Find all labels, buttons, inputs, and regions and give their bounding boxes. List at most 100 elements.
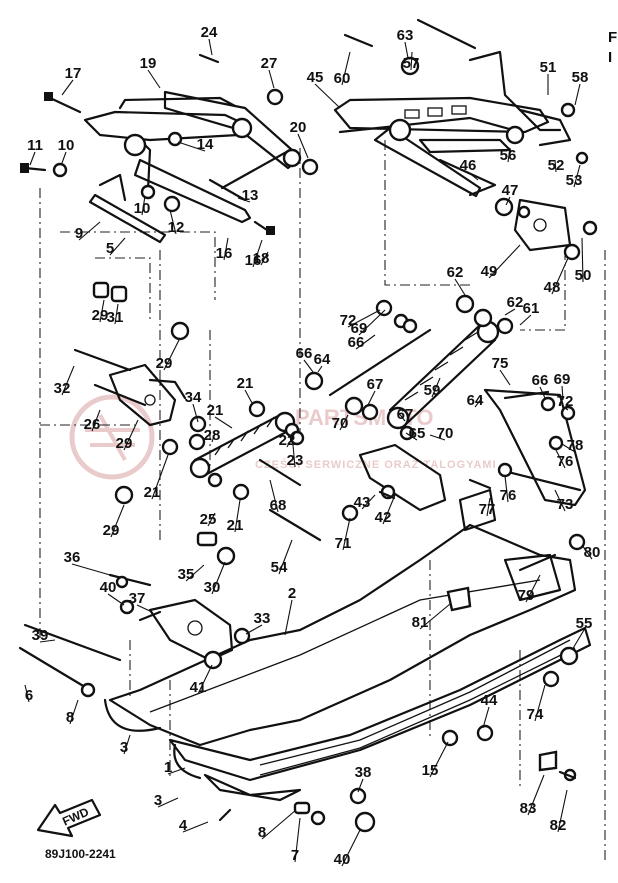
front-direction-arrow: FWD xyxy=(36,798,102,838)
callout-leader xyxy=(499,369,511,386)
callout-leader xyxy=(39,639,56,643)
callout-leader xyxy=(237,197,251,203)
callout-leader xyxy=(214,416,233,429)
callout-number: 21 xyxy=(227,517,244,534)
callout-leader xyxy=(141,195,146,216)
callout-leader xyxy=(147,69,161,89)
callout-leader xyxy=(123,419,139,451)
callout-leader xyxy=(61,365,75,396)
callout-number: 2 xyxy=(288,585,296,602)
edge-mark: I xyxy=(608,49,612,66)
callout-number: 24 xyxy=(201,24,218,41)
callout-leader xyxy=(404,41,409,59)
callout-number: 70 xyxy=(332,415,349,432)
callout-number: 66 xyxy=(348,334,365,351)
callout-leader xyxy=(554,489,566,512)
callout-leader xyxy=(297,133,309,159)
callout-number: 77 xyxy=(479,501,496,518)
watermark-tagline: CZĘŚCI SERWICZNE ORAZ TALOGYAMI xyxy=(255,458,497,471)
callout-number: 74 xyxy=(527,706,544,723)
callout-leader xyxy=(482,706,490,729)
callout-leader xyxy=(347,309,381,328)
callout-number: 25 xyxy=(200,511,217,528)
callout-leader xyxy=(185,564,205,582)
callout-leader xyxy=(507,147,511,163)
callout-leader xyxy=(504,475,509,503)
callout-number: 16 xyxy=(245,252,262,269)
callout-leader xyxy=(341,829,361,867)
callout-number: 54 xyxy=(271,559,288,576)
callout-number: 20 xyxy=(290,119,307,136)
callout-number: 47 xyxy=(502,182,519,199)
callout-number: 10 xyxy=(58,137,75,154)
callout-number: 52 xyxy=(548,157,565,174)
callout-leader xyxy=(554,159,557,173)
callout-number: 8 xyxy=(66,709,74,726)
callout-number: 81 xyxy=(412,614,429,631)
callout-leader xyxy=(123,734,131,755)
callout-number: 51 xyxy=(540,59,557,76)
callout-number: 53 xyxy=(566,172,583,189)
callout-leader xyxy=(557,789,568,833)
callout-number: 29 xyxy=(92,307,109,324)
callout-number: 35 xyxy=(178,566,195,583)
callout-leader xyxy=(342,517,351,551)
callout-leader xyxy=(109,237,126,256)
callout-number: 62 xyxy=(507,294,524,311)
callout-leader xyxy=(405,432,418,441)
callout-leader xyxy=(519,314,532,326)
callout-leader xyxy=(525,574,541,603)
callout-number: 76 xyxy=(557,453,574,470)
callout-leader xyxy=(367,390,376,406)
callout-leader xyxy=(169,209,177,235)
long-bolts xyxy=(18,18,557,692)
callout-leader xyxy=(61,79,74,96)
small-hardware xyxy=(52,56,598,833)
callout-number: 21 xyxy=(144,484,161,501)
callout-number: 37 xyxy=(129,590,146,607)
callout-leader xyxy=(573,164,581,188)
callout-leader xyxy=(71,563,111,576)
callout-leader xyxy=(223,237,229,261)
callout-number: 8 xyxy=(258,824,266,841)
callout-leader xyxy=(292,444,296,468)
callout-number: 39 xyxy=(32,627,49,644)
callout-number: 69 xyxy=(351,320,368,337)
callout-number: 61 xyxy=(523,300,540,317)
callout-leader xyxy=(177,141,206,152)
callout-leader xyxy=(244,389,253,404)
callout-number: 68 xyxy=(270,497,287,514)
callout-number: 42 xyxy=(375,509,392,526)
callout-number: 28 xyxy=(204,427,221,444)
edge-mark: F xyxy=(608,29,617,46)
lower-front-mount xyxy=(138,598,234,662)
callout-number: 16 xyxy=(216,245,233,262)
rear-shock-absorber xyxy=(386,320,500,430)
callout-number: 23 xyxy=(287,452,304,469)
callout-leader xyxy=(534,684,546,722)
screws xyxy=(20,92,577,822)
callout-leader xyxy=(317,365,323,373)
callout-number: 29 xyxy=(156,355,173,372)
callout-number: 56 xyxy=(500,147,517,164)
callout-leader xyxy=(234,499,241,533)
callout-number: 75 xyxy=(492,355,509,372)
front-pivot-arm xyxy=(83,90,302,244)
callout-number: 10 xyxy=(134,200,151,217)
callout-leader xyxy=(505,196,511,206)
callout-number: 19 xyxy=(140,55,157,72)
callout-number: 83 xyxy=(520,800,537,817)
callout-leader xyxy=(303,359,314,373)
callout-number: 59 xyxy=(424,382,441,399)
callout-leader xyxy=(561,443,576,453)
callout-number: 21 xyxy=(237,375,254,392)
callout-number: 27 xyxy=(261,55,278,72)
callout-number: 34 xyxy=(185,389,202,406)
callout-leader xyxy=(355,334,376,350)
callout-leader xyxy=(286,432,296,448)
callout-leader xyxy=(110,504,125,538)
callout-number: 43 xyxy=(354,494,371,511)
callout-number: 80 xyxy=(584,544,601,561)
rear-pivot-arm xyxy=(333,50,572,252)
